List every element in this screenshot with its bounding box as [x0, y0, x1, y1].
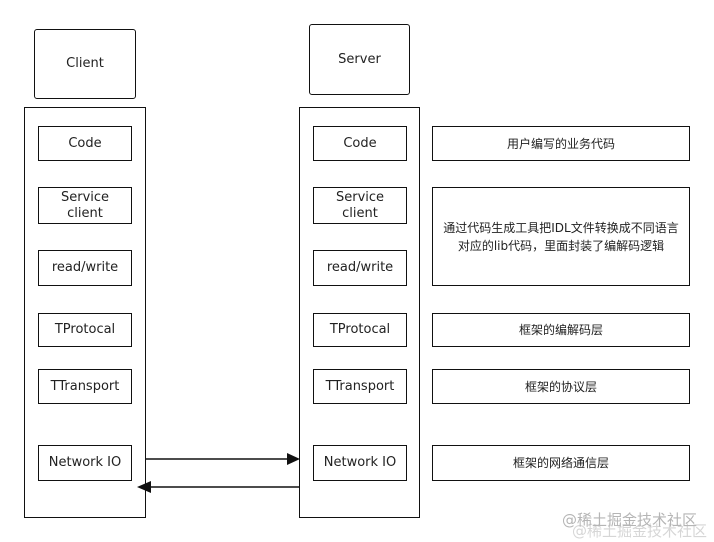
server-title: Server — [338, 51, 381, 67]
server-layer-tprotocal: TProtocal — [313, 313, 407, 347]
note-tprotocal: 框架的编解码层 — [432, 313, 690, 347]
server-layer-code: Code — [313, 126, 407, 161]
client-layer-code: Code — [38, 126, 132, 161]
client-title-box: Client — [34, 29, 136, 99]
note-ttransport: 框架的协议层 — [432, 369, 690, 404]
server-title-box: Server — [309, 24, 410, 95]
client-layer-service-client: Service client — [38, 187, 132, 224]
client-layer-tprotocal: TProtocal — [38, 313, 132, 347]
arrow-client-to-server — [146, 453, 300, 465]
client-layer-ttransport: TTransport — [38, 369, 132, 404]
client-layer-network-io: Network IO — [38, 445, 132, 481]
arrow-server-to-client — [137, 481, 299, 493]
server-layer-network-io: Network IO — [313, 445, 407, 481]
server-layer-service-client: Service client — [313, 187, 407, 224]
server-layer-ttransport: TTransport — [313, 369, 407, 404]
note-service-client-readwrite: 通过代码生成工具把IDL文件转换成不同语言对应的lib代码，里面封装了编解码逻辑 — [432, 187, 690, 286]
watermark-shadow: @稀土掘金技术社区 — [572, 522, 708, 540]
note-code: 用户编写的业务代码 — [432, 126, 690, 161]
client-layer-read-write: read/write — [38, 250, 132, 286]
watermark: @稀土掘金技术社区 — [562, 511, 698, 529]
server-layer-read-write: read/write — [313, 250, 407, 286]
note-network-io: 框架的网络通信层 — [432, 445, 690, 481]
client-title: Client — [66, 56, 104, 71]
